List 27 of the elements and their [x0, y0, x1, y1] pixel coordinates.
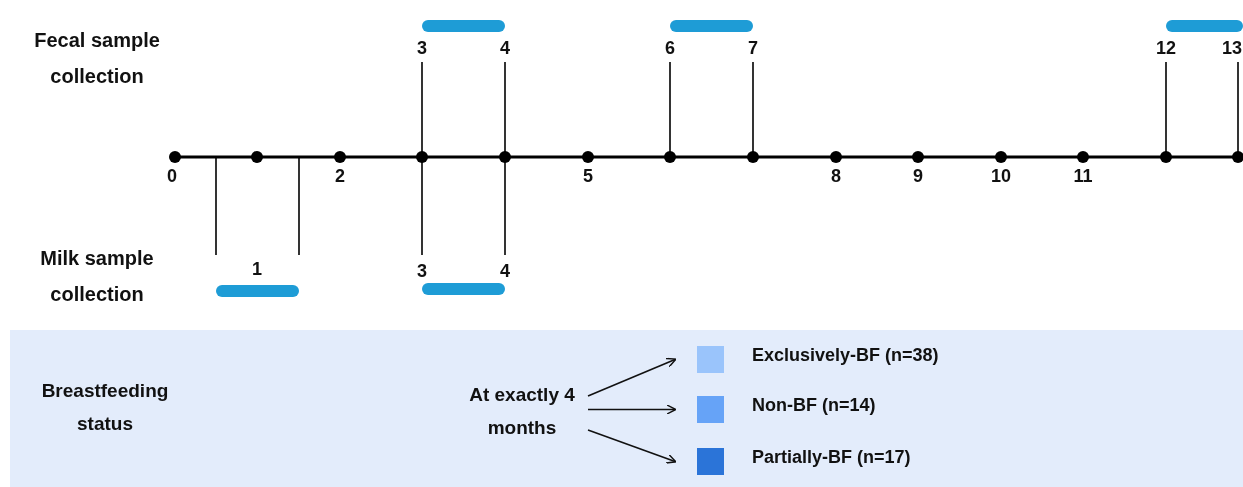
month-number: 8	[831, 165, 841, 187]
row-label: Fecal sample collection	[33, 28, 161, 89]
month-number: 7	[748, 37, 758, 59]
row-label: Milk sample collection	[39, 246, 155, 307]
month-number: 13	[1222, 37, 1242, 59]
month-number: 2	[335, 165, 345, 187]
month-number: 3	[417, 37, 427, 59]
month-number: 4	[500, 37, 510, 59]
time-label: At exactly 4 months	[468, 383, 576, 440]
group-label: Partially-BF (n=17)	[752, 446, 911, 468]
status-panel	[10, 330, 1243, 487]
arrow	[587, 404, 677, 415]
arrow	[587, 429, 677, 464]
month-number: 9	[913, 165, 923, 187]
group-label: Non-BF (n=14)	[752, 394, 876, 416]
month-number: 0	[167, 165, 177, 187]
month-number: 5	[583, 165, 593, 187]
month-number: 12	[1156, 37, 1176, 59]
month-number: 4	[500, 260, 510, 282]
arrow	[587, 357, 677, 397]
month-number: 10	[991, 165, 1011, 187]
month-number: 1	[252, 258, 262, 280]
month-number: 11	[1073, 165, 1093, 187]
month-number: 3	[417, 260, 427, 282]
month-number: 6	[665, 37, 675, 59]
section-label: Breastfeeding status	[40, 379, 170, 436]
group-label: Exclusively-BF (n=38)	[752, 344, 939, 366]
